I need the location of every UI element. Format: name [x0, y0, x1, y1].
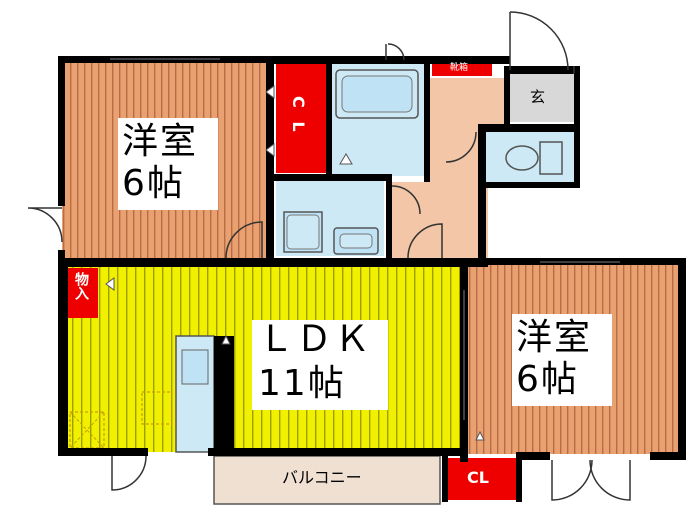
closet-bottom: [448, 458, 520, 500]
ldk-size: 11帖: [258, 363, 346, 404]
label-bg-ldk: [252, 320, 388, 410]
closet-top-label: C L: [289, 96, 308, 136]
washroom: [276, 180, 384, 256]
balcony: [213, 455, 441, 505]
western-room-1-name: 洋室: [122, 121, 199, 162]
western-room-2-size: 6帖: [516, 359, 579, 400]
windows: [110, 58, 620, 420]
western-room-1-size: 6帖: [122, 163, 185, 204]
ldk-room: [68, 266, 464, 453]
entrance-label: 玄: [530, 88, 546, 106]
label-bg-western-1: [118, 118, 218, 210]
closet-bottom-label: CL: [467, 468, 489, 487]
doors: [27, 11, 631, 501]
toilet-room: [484, 132, 574, 182]
closet-top: [276, 63, 326, 173]
shoe-box: [432, 64, 492, 76]
storage-closet: [68, 268, 98, 318]
label-bg-western-2: [512, 314, 612, 406]
bath-area: [330, 64, 426, 176]
entrance-floor: [508, 74, 576, 122]
storage-label: 物入: [73, 272, 89, 300]
opening-markers: [105, 85, 485, 441]
ldk-name: ＬＤＫ: [258, 319, 373, 360]
western-room-2-name: 洋室: [516, 317, 593, 358]
balcony-label: バルコニー: [282, 468, 362, 487]
shoe-box-label: 靴箱: [450, 63, 469, 73]
